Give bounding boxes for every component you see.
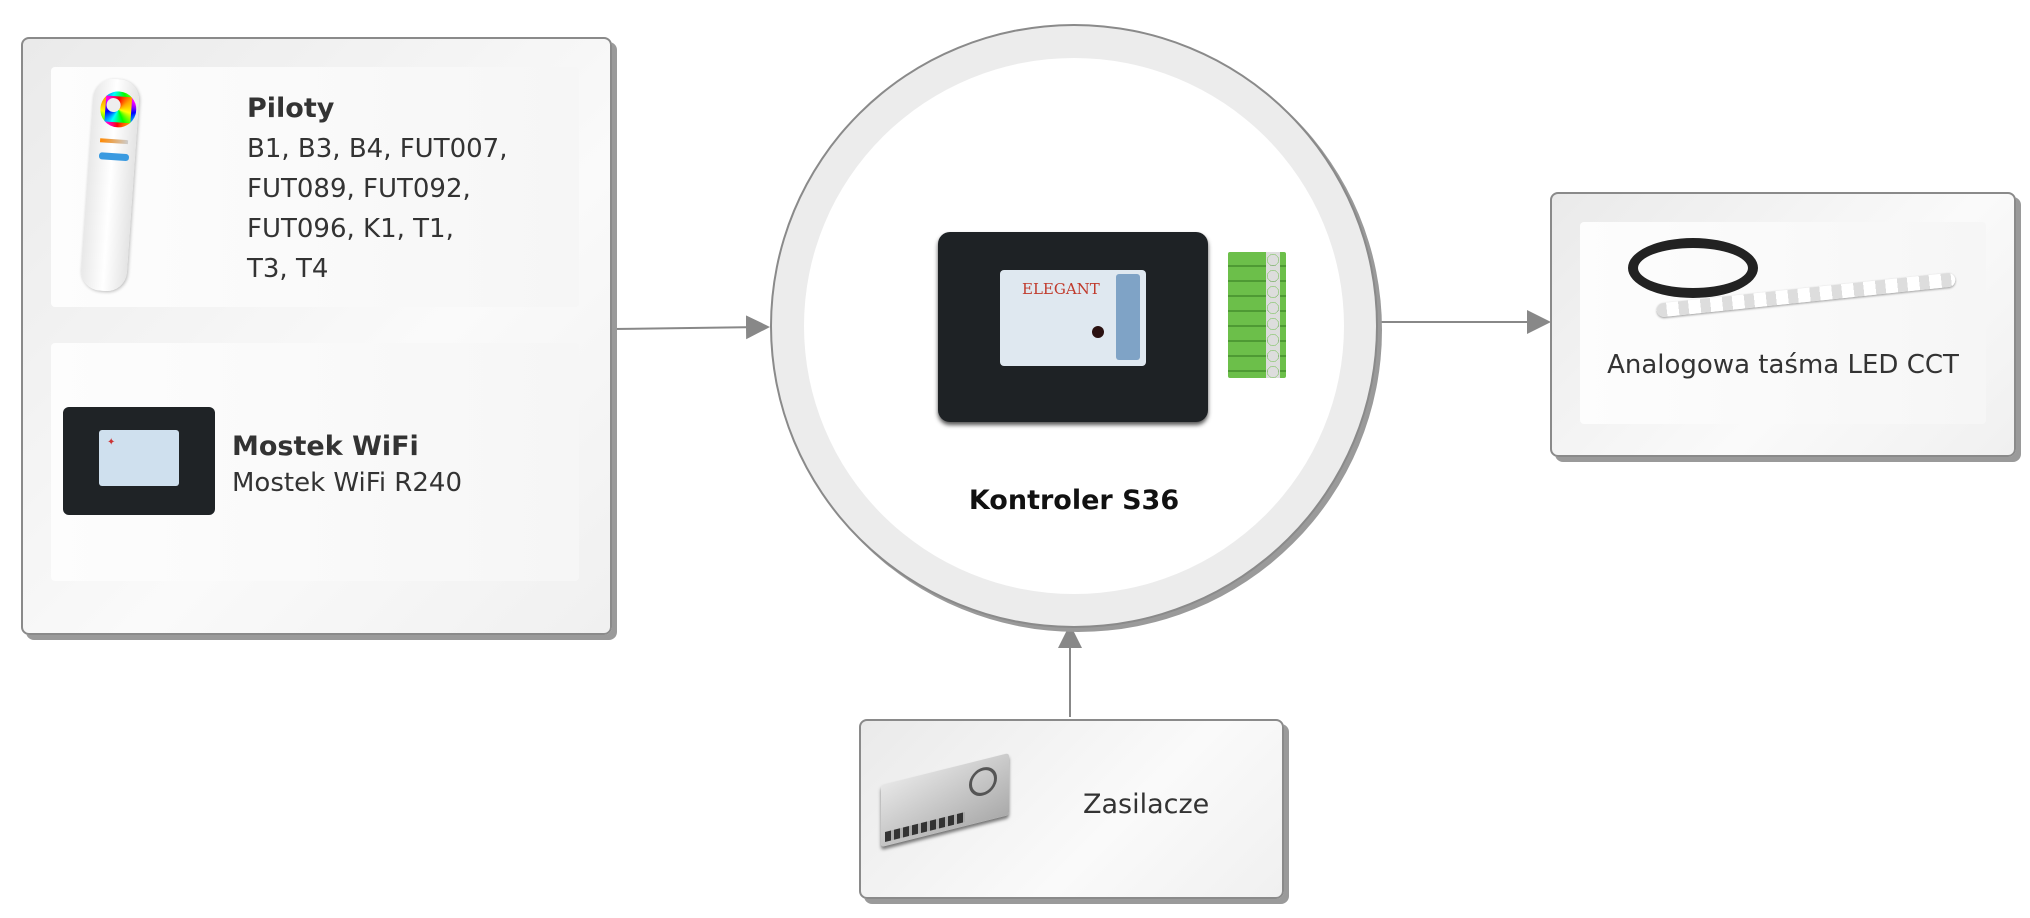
bridge-title: Mostek WiFi (232, 431, 419, 462)
remote-control-image (79, 77, 141, 293)
remotes-line: B1, B3, B4, FUT007, (247, 134, 508, 164)
power-node[interactable]: Zasilacze (859, 719, 1284, 899)
led-strip-image (1616, 228, 1962, 336)
controller-brand-label: ELEGANT (1022, 280, 1100, 298)
output-label: Analogowa taśma LED CCT (1607, 350, 1959, 380)
inputs-group: Piloty B1, B3, B4, FUT007, FUT089, FUT09… (21, 37, 612, 635)
brand-logo: ✦ (107, 437, 116, 448)
controller-node[interactable]: ELEGANT Kontroler S36 (770, 24, 1378, 628)
remotes-panel[interactable]: Piloty B1, B3, B4, FUT007, FUT089, FUT09… (51, 67, 579, 307)
remotes-line: FUT089, FUT092, (247, 174, 471, 204)
remotes-line: FUT096, K1, T1, (247, 214, 454, 244)
wifi-bridge-image: ✦ (63, 407, 215, 515)
controller-label: Kontroler S36 (968, 485, 1180, 516)
controller-device-image: ELEGANT (938, 232, 1208, 422)
terminal-block-image (1228, 252, 1286, 378)
output-panel: Analogowa taśma LED CCT (1580, 222, 1986, 424)
bridge-panel[interactable]: ✦ Mostek WiFi Mostek WiFi R240 (51, 343, 579, 581)
bridge-subtitle: Mostek WiFi R240 (232, 468, 463, 498)
remotes-line: T3, T4 (247, 254, 329, 284)
arrow-inputs-to-controller (611, 315, 770, 340)
remotes-model-list: B1, B3, B4, FUT007, FUT089, FUT092, FUT0… (247, 129, 507, 289)
output-node[interactable]: Analogowa taśma LED CCT (1550, 192, 2016, 457)
power-supply-image (881, 753, 1009, 847)
power-label: Zasilacze (1083, 789, 1210, 820)
remotes-title: Piloty (247, 93, 335, 124)
